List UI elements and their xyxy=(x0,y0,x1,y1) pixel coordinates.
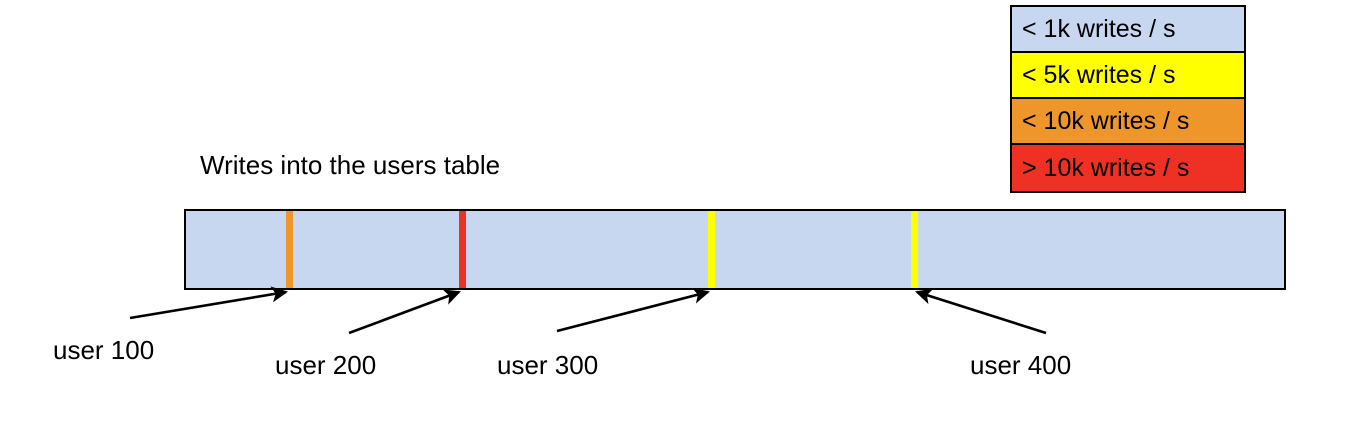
bar-base-fill xyxy=(186,211,1284,288)
legend-label-lt-10k: < 10k writes / s xyxy=(1022,106,1190,135)
arrow-user-300 xyxy=(556,287,711,333)
legend-row-gt-10k: > 10k writes / s xyxy=(1012,145,1244,191)
arrow-user-200 xyxy=(348,289,461,335)
legend-row-lt-1k: < 1k writes / s xyxy=(1012,7,1244,53)
hot-row-stripe-user-400 xyxy=(911,211,918,288)
hot-row-stripe-user-200 xyxy=(459,211,466,288)
hot-row-stripe-user-100 xyxy=(286,211,293,288)
annotation-label-user-100: user 100 xyxy=(53,335,155,365)
users-table-range-bar xyxy=(184,209,1286,290)
annotation-label-user-400: user 400 xyxy=(970,350,1072,380)
annotation-label-user-300: user 300 xyxy=(497,350,599,380)
legend-label-gt-10k: > 10k writes / s xyxy=(1022,153,1190,182)
arrow-user-100 xyxy=(129,286,289,320)
legend-label-lt-5k: < 5k writes / s xyxy=(1022,60,1176,89)
chart-title: Writes into the users table xyxy=(200,150,501,180)
legend-label-lt-1k: < 1k writes / s xyxy=(1022,14,1176,43)
legend-row-lt-5k: < 5k writes / s xyxy=(1012,53,1244,99)
annotation-label-user-200: user 200 xyxy=(275,350,377,380)
write-rate-legend: < 1k writes / s < 5k writes / s < 10k wr… xyxy=(1010,5,1246,193)
hot-row-stripe-user-300 xyxy=(708,211,715,288)
legend-row-lt-10k: < 10k writes / s xyxy=(1012,99,1244,145)
arrow-user-400 xyxy=(915,288,1047,335)
